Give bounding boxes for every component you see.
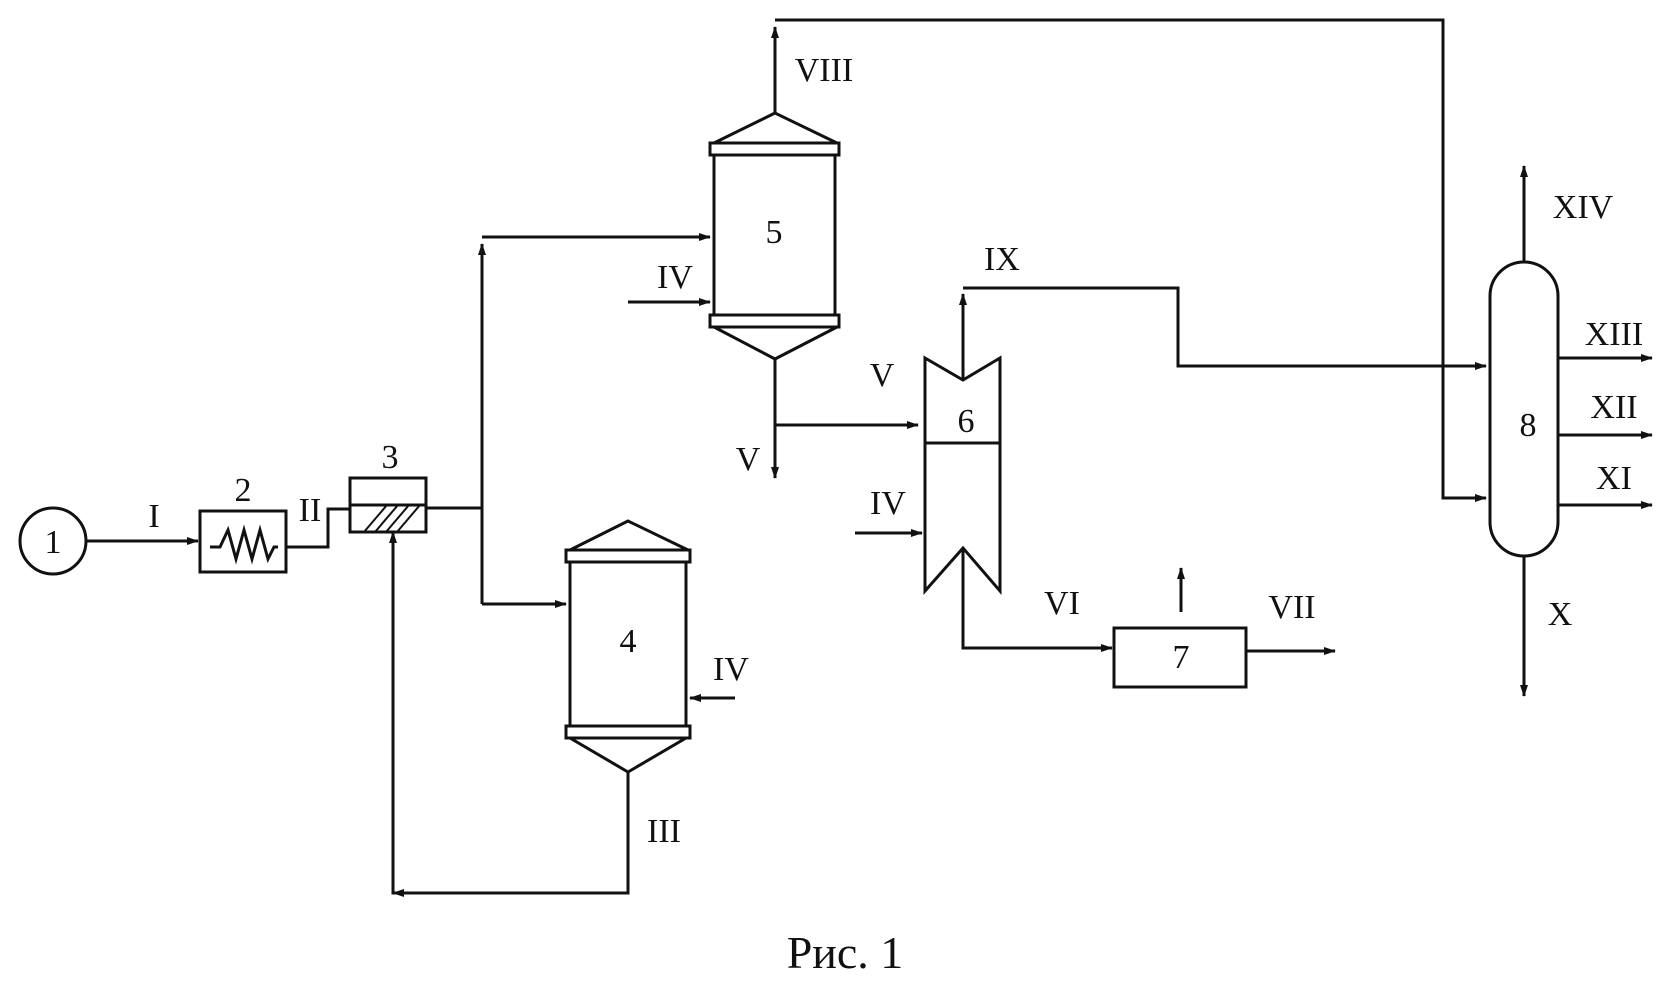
heater-2-number: 2 bbox=[235, 472, 252, 509]
stream-IX-to-8-line bbox=[963, 286, 1487, 370]
stream-I-label: I bbox=[148, 498, 159, 535]
unit-7: 7 bbox=[1112, 626, 1248, 689]
pump-1-number: 1 bbox=[45, 524, 62, 561]
mixer-3: 3 bbox=[348, 439, 428, 534]
recycle-to-column-8-line bbox=[775, 18, 1487, 502]
stream-XII-label: XII bbox=[1590, 389, 1637, 426]
stream-XIII-label: XIII bbox=[1585, 316, 1644, 353]
pump-1: 1 bbox=[18, 506, 88, 576]
stream-VIII-label: VIII bbox=[795, 52, 854, 89]
mixer-3-number: 3 bbox=[382, 439, 399, 476]
stream-IV-reactor-5-label: IV bbox=[657, 259, 693, 296]
stream-II-label: II bbox=[299, 492, 322, 529]
column-8-number: 8 bbox=[1520, 407, 1537, 444]
stream-VII-label: VII bbox=[1268, 589, 1315, 626]
stream-X-label: X bbox=[1548, 596, 1573, 633]
column-8: 8 bbox=[1488, 260, 1560, 558]
stream-VI-line bbox=[961, 548, 1113, 652]
stream-V-to-6-label: V bbox=[870, 357, 895, 394]
unit-7-number: 7 bbox=[1173, 639, 1190, 676]
stream-XI-label: XI bbox=[1596, 460, 1632, 497]
stream-IV-reactor-4-label: IV bbox=[713, 651, 749, 688]
stream-V-outlet-label: V bbox=[736, 441, 761, 478]
reactor-4-number: 4 bbox=[620, 623, 637, 660]
stream-II-line bbox=[286, 507, 350, 549]
reactor-5-number: 5 bbox=[766, 214, 783, 251]
stream-VI-label: VI bbox=[1044, 585, 1080, 622]
stream-IX-label: IX bbox=[984, 241, 1020, 278]
reactor-4: 4 bbox=[564, 519, 692, 774]
figure-caption: Рис. 1 bbox=[787, 927, 904, 978]
stream-III-line bbox=[389, 531, 630, 895]
stream-IV-separator-6-label: IV bbox=[870, 485, 906, 522]
reactor-5: 5 bbox=[708, 111, 841, 361]
heater-2: 2 bbox=[198, 472, 288, 574]
separator-6-number: 6 bbox=[958, 403, 975, 440]
stream-III-label: III bbox=[647, 813, 681, 850]
stream-XIV-label: XIV bbox=[1553, 189, 1614, 226]
